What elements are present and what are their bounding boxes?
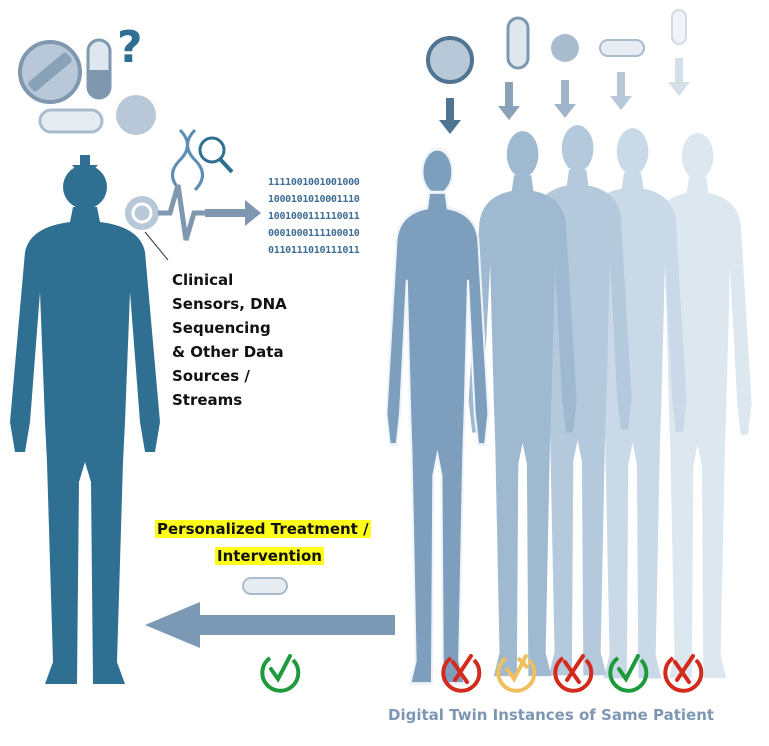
twin-medication-icons: [426, 9, 690, 134]
cross-icon: [663, 654, 704, 693]
highlighted-text: Personalized Treatment /: [155, 520, 371, 538]
check-icon: [260, 654, 301, 693]
label-line: Clinical: [172, 271, 234, 289]
treatment-capsule-icon: [242, 577, 288, 595]
treatment-label-line-2: Intervention: [215, 547, 324, 565]
highlighted-text: Intervention: [215, 547, 324, 565]
cross-icon: [553, 654, 594, 693]
question-mark-icon: ?: [117, 22, 143, 73]
treatment-label-line-1: Personalized Treatment /: [155, 520, 371, 538]
pill-icon: [18, 40, 82, 104]
label-line: & Other Data: [172, 343, 284, 361]
cross-icon: [441, 654, 482, 693]
binary-data-stream: 1111001001001000 1000101010001110 100100…: [268, 174, 360, 259]
label-line: Sources /: [172, 367, 250, 385]
binary-line: 0110111010111011: [268, 245, 360, 256]
caption: Digital Twin Instances of Same Patient: [388, 706, 715, 724]
binary-line: 0001000111100010: [268, 228, 360, 239]
data-sources-label: Clinical Sensors, DNA Sequencing & Other…: [172, 268, 287, 412]
partial-icon: [496, 654, 537, 693]
outcome-marks: [260, 654, 704, 693]
label-line: Streams: [172, 391, 243, 409]
digital-twins: [384, 125, 752, 686]
label-line: Sensors, DNA: [172, 295, 287, 313]
arrow-right-icon: [205, 200, 261, 226]
binary-line: 1001000111110011: [268, 211, 360, 222]
callout-line: [144, 231, 169, 261]
tablet-icon: [38, 95, 156, 135]
capsule-icon: [86, 38, 112, 100]
sensor-icon: [125, 184, 205, 241]
dna-search-icon: [171, 128, 234, 192]
binary-line: 1111001001001000: [268, 177, 360, 188]
arrow-left-icon: [145, 602, 395, 648]
binary-line: 1000101010001110: [268, 194, 360, 205]
check-icon: [608, 654, 649, 693]
patient-figure: [10, 165, 160, 684]
label-line: Sequencing: [172, 319, 271, 337]
